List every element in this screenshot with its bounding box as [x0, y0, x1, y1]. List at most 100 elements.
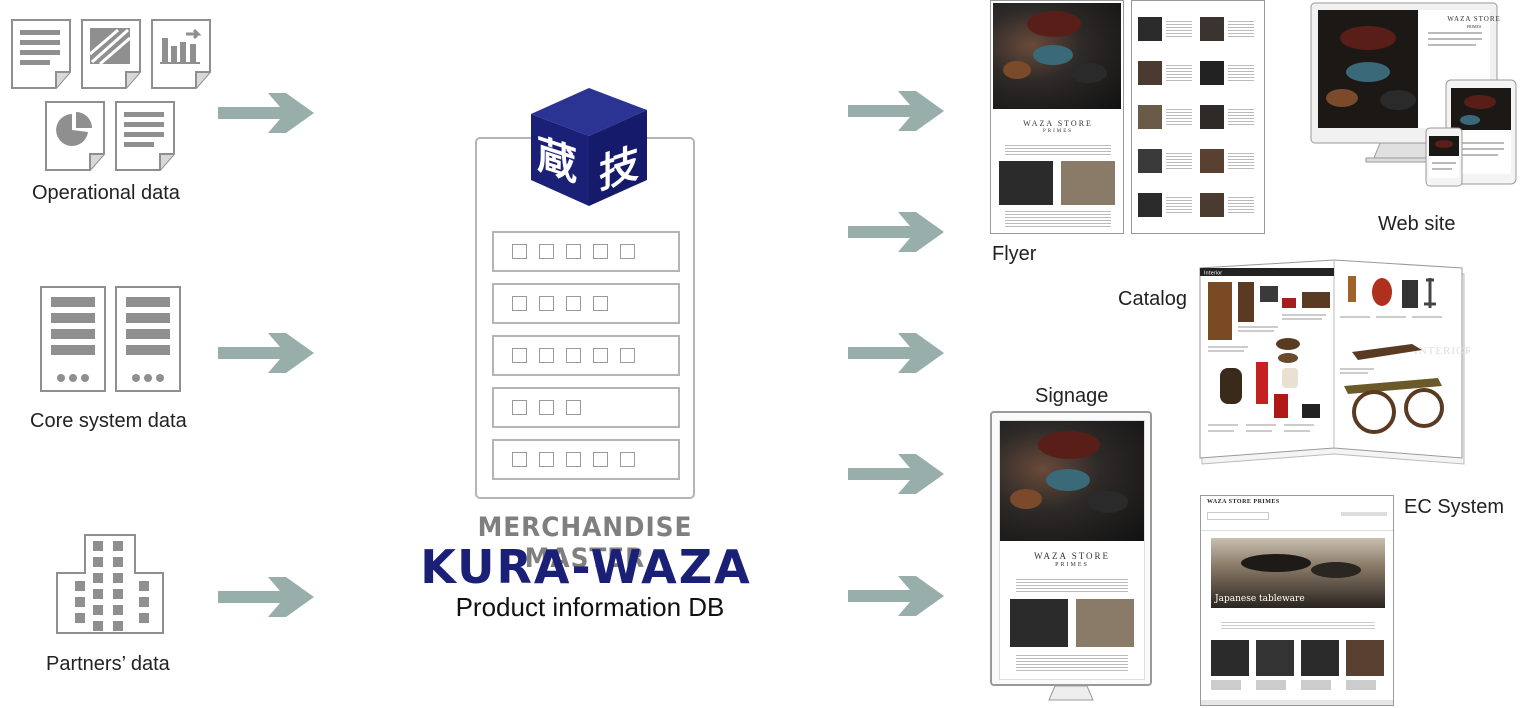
field-box: [539, 348, 554, 363]
database-record-row: [492, 335, 680, 376]
flyer-product-thumb: [1200, 61, 1224, 85]
website-devices-mockup: [1310, 2, 1517, 187]
field-box: [620, 348, 635, 363]
flyer-photo-bowl: [999, 161, 1053, 205]
signage-store-name: WAZA STORE: [1033, 551, 1111, 561]
database-record-row: [492, 231, 680, 272]
flyer-product-thumb: [1138, 193, 1162, 217]
flyer-page-list: [1131, 0, 1265, 234]
flyer-product-text: [1166, 195, 1192, 213]
field-box: [593, 452, 608, 467]
arrow-right-icon: [218, 333, 314, 373]
field-box: [539, 244, 554, 259]
field-box: [620, 244, 635, 259]
svg-text:PRIMES: PRIMES: [1467, 24, 1481, 29]
field-box: [539, 452, 554, 467]
flyer-page-front: WAZA STORE PRIMES: [990, 0, 1124, 234]
signage-hero-photo: [1000, 421, 1144, 541]
kura-waza-cube-logo: 蔵 技: [531, 88, 647, 206]
field-box: [512, 244, 527, 259]
flyer-product-text: [1228, 63, 1254, 81]
partners-data-label: Partners’ data: [46, 653, 170, 675]
merchandise-master-subtitle: MERCHANDISE MASTER: [477, 512, 693, 574]
field-box: [620, 452, 635, 467]
flyer-product-text: [1228, 19, 1254, 37]
website-brand-mark: WAZA STORE PRIMES: [1447, 15, 1501, 29]
svg-text:WAZA STORE: WAZA STORE: [1447, 15, 1501, 23]
field-box: [566, 348, 581, 363]
field-box: [593, 296, 608, 311]
field-box: [512, 452, 527, 467]
catalog-header: Interior: [1204, 271, 1223, 277]
signage-stand: [1048, 686, 1094, 701]
flyer-label: Flyer: [992, 243, 1037, 265]
ec-banner-photo: Japanese tableware: [1211, 538, 1385, 608]
field-box: [539, 296, 554, 311]
ec-product-1: [1211, 640, 1249, 676]
flyer-product-thumb: [1200, 149, 1224, 173]
flyer-product-text: [1166, 107, 1192, 125]
building-icon: [56, 534, 164, 634]
flyer-photo-plate: [1061, 161, 1115, 205]
signage-photo-plate: [1076, 599, 1134, 647]
field-box: [512, 400, 527, 415]
flyer-product-thumb: [1200, 193, 1224, 217]
flyer-product-thumb: [1138, 105, 1162, 129]
arrow-right-icon: [848, 576, 944, 616]
operational-data-group: [0, 0, 220, 215]
operational-documents-icon: [11, 19, 211, 171]
field-box: [566, 400, 581, 415]
ec-system-label: EC System: [1404, 496, 1505, 518]
flyer-product-text: [1228, 107, 1254, 125]
database-record-row: [492, 439, 680, 480]
arrow-right-icon: [218, 93, 314, 133]
flyer-product-text: [1166, 151, 1192, 169]
flyer-product-text: [1228, 151, 1254, 169]
field-box: [566, 244, 581, 259]
core-system-label: Core system data: [30, 410, 187, 432]
arrow-right-icon: [848, 333, 944, 373]
catalog-mockup: Interior INTERIOR: [1199, 259, 1470, 465]
ec-system-page: WAZA STORE PRIMES Japanese tableware: [1200, 495, 1394, 706]
signage-display: WAZA STORE PRIMES: [990, 411, 1152, 686]
database-record-row: [492, 283, 680, 324]
field-box: [512, 296, 527, 311]
flyer-store-name: WAZA STORE: [1023, 119, 1093, 128]
flyer-product-thumb: [1138, 61, 1162, 85]
website-label: Web site: [1378, 213, 1456, 235]
catalog-label: Catalog: [1118, 288, 1187, 310]
flyer-product-thumb: [1200, 105, 1224, 129]
signage-label: Signage: [1035, 385, 1109, 407]
arrow-right-icon: [848, 91, 944, 131]
ec-product-3: [1301, 640, 1339, 676]
field-box: [593, 244, 608, 259]
catalog-interior-word: INTERIOR: [1414, 345, 1470, 357]
arrow-right-icon: [848, 212, 944, 252]
flyer-product-text: [1166, 63, 1192, 81]
arrow-right-icon: [218, 577, 314, 617]
field-box: [593, 348, 608, 363]
ec-product-4: [1346, 640, 1384, 676]
ec-store-name: WAZA STORE PRIMES: [1207, 499, 1280, 505]
signage-photo-bowl: [1010, 599, 1068, 647]
field-box: [566, 296, 581, 311]
field-box: [539, 400, 554, 415]
operational-data-label: Operational data: [32, 182, 180, 204]
field-box: [512, 348, 527, 363]
flyer-product-text: [1166, 19, 1192, 37]
flyer-hero-photo: [993, 3, 1121, 109]
flyer-product-text: [1228, 195, 1254, 213]
product-info-db-caption: Product information DB: [455, 592, 725, 622]
arrow-right-icon: [848, 454, 944, 494]
flyer-product-thumb: [1138, 149, 1162, 173]
signage-store-sub: PRIMES: [1055, 562, 1089, 568]
ec-product-2: [1256, 640, 1294, 676]
core-system-icon: [40, 286, 181, 392]
flyer-store-sub: PRIMES: [1042, 129, 1074, 134]
field-box: [566, 452, 581, 467]
ec-banner-caption: Japanese tableware: [1215, 594, 1305, 604]
flyer-product-thumb: [1200, 17, 1224, 41]
database-record-row: [492, 387, 680, 428]
flyer-product-thumb: [1138, 17, 1162, 41]
kura-waza-title: KURA-WAZA: [420, 540, 752, 594]
